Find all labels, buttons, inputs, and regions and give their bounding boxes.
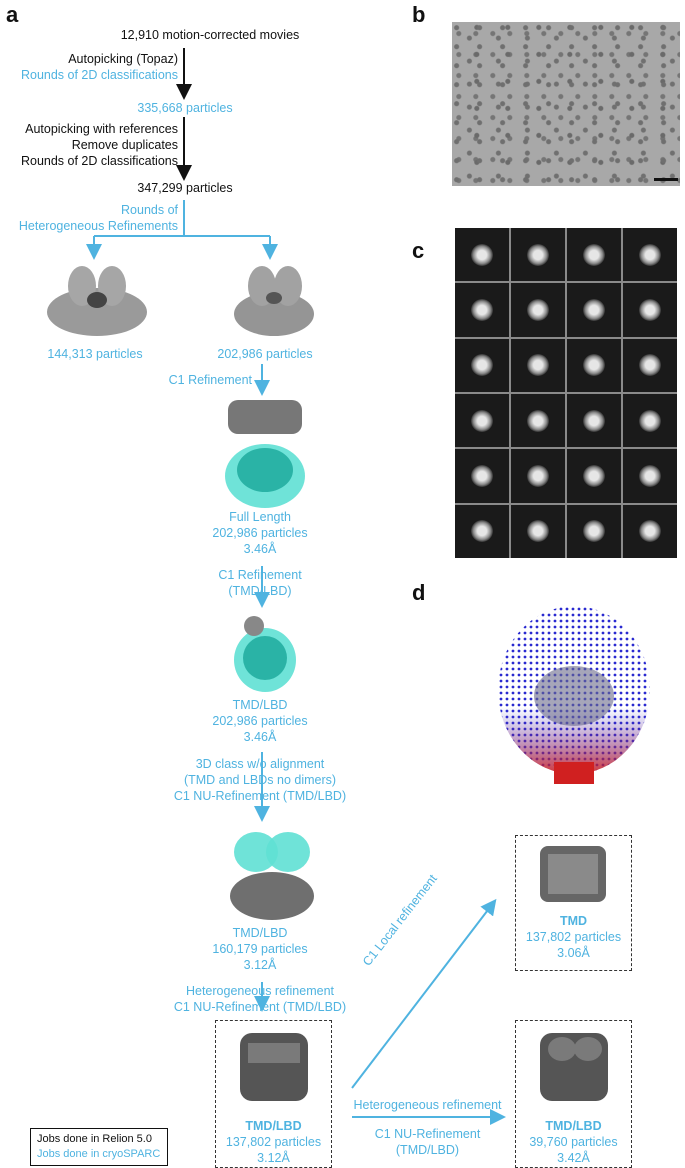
final-right-particles: 39,760 particles xyxy=(529,1135,618,1149)
final-right-resolution: 3.42Å xyxy=(557,1151,590,1165)
tmd-title: TMD xyxy=(559,914,588,928)
class-average xyxy=(511,504,565,558)
panel-label-b: b xyxy=(412,2,426,27)
full-length-resolution: 3.46Å xyxy=(243,542,277,556)
panel-label-c: c xyxy=(412,238,425,263)
legend-relion: Jobs done in Relion 5.0 xyxy=(37,1133,152,1145)
right-particles-text: 202,986 particles xyxy=(217,347,313,361)
class-average xyxy=(511,393,565,448)
movies-text: 12,910 motion-corrected movies xyxy=(120,28,300,42)
c1-ref-tmd-text-1: C1 Refinement xyxy=(218,568,302,582)
autopick-topaz-text: Autopicking (Topaz) xyxy=(68,52,178,66)
c1-ref-tmd-text-2: (TMD/LBD) xyxy=(228,584,292,598)
tmdlbd-2-resolution: 3.12Å xyxy=(243,958,277,972)
class-average xyxy=(455,283,509,337)
class-average xyxy=(455,393,509,448)
angular-distribution-plot xyxy=(498,606,650,784)
tmd-particles: 137,802 particles xyxy=(525,930,622,944)
full-length-title: Full Length xyxy=(229,510,291,524)
final-right-box: TMD/LBD 39,760 particles 3.42Å xyxy=(515,1020,632,1168)
particles-335-text: 335,668 particles xyxy=(137,101,233,115)
class-average xyxy=(567,228,621,282)
class-average xyxy=(511,338,565,392)
class-average xyxy=(567,504,621,558)
hetero-ref-text: Heterogeneous refinement xyxy=(185,984,334,998)
class-map-left xyxy=(47,266,147,336)
tmd-resolution: 3.06Å xyxy=(557,946,590,960)
final-left-box: TMD/LBD 137,802 particles 3.12Å xyxy=(215,1020,332,1168)
tmdlbd-2-title: TMD/LBD xyxy=(232,926,288,940)
hetero-ref-2-text: Heterogeneous refinement xyxy=(353,1098,502,1112)
class-average xyxy=(511,283,565,337)
class-map-right xyxy=(234,266,314,336)
legend-cryosparc: Jobs done in cryoSPARC xyxy=(37,1148,161,1160)
panel-label-a: a xyxy=(6,2,19,27)
class-average xyxy=(511,228,565,282)
tmdlbd-1-particles: 202,986 particles xyxy=(212,714,308,728)
class-average xyxy=(455,338,509,392)
class-average xyxy=(623,228,677,282)
tmd-box: TMD 137,802 particles 3.06Å xyxy=(515,835,632,971)
class-average xyxy=(455,504,509,558)
particles-347-text: 347,299 particles xyxy=(137,181,233,195)
class3d-text-2: (TMD and LBDs no dimers) xyxy=(183,773,337,787)
class-average xyxy=(567,283,621,337)
hetero-text-2: Heterogeneous Refinements xyxy=(18,219,178,233)
class3d-text-3: C1 NU-Refinement (TMD/LBD) xyxy=(173,789,347,803)
class-average xyxy=(455,228,509,282)
full-length-map xyxy=(225,400,305,508)
final-left-particles: 137,802 particles xyxy=(225,1135,322,1149)
micrograph-image xyxy=(452,22,680,186)
c1-nu-text: C1 NU-Refinement (TMD/LBD) xyxy=(173,1000,347,1014)
final-right-title: TMD/LBD xyxy=(545,1119,602,1133)
class-average xyxy=(623,338,677,392)
class-average xyxy=(511,449,565,503)
rounds-2d-text-2: Rounds of 2D classifications xyxy=(20,154,178,168)
c1-nu-2b-text: (TMD/LBD) xyxy=(395,1143,460,1157)
scale-bar xyxy=(654,178,678,181)
class-averages-grid xyxy=(455,228,677,558)
arrow-local xyxy=(351,898,497,1089)
class-average xyxy=(623,283,677,337)
class-average xyxy=(567,393,621,448)
c1-nu-2a-text: C1 NU-Refinement xyxy=(374,1127,481,1141)
class3d-text-1: 3D class w/o alignment xyxy=(195,757,325,771)
c1-refinement-text: C1 Refinement xyxy=(168,373,252,387)
tmdlbd-1-title: TMD/LBD xyxy=(232,698,288,712)
rounds-2d-text-1: Rounds of 2D classifications xyxy=(20,68,178,82)
panel-label-d: d xyxy=(412,580,426,605)
tmdlbd-map-1 xyxy=(234,616,296,692)
class-average xyxy=(567,449,621,503)
class-average xyxy=(623,449,677,503)
autopick-refs-text: Autopicking with references xyxy=(25,122,178,136)
tmdlbd-map-2 xyxy=(230,832,314,920)
left-particles-text: 144,313 particles xyxy=(47,347,143,361)
final-left-title: TMD/LBD xyxy=(245,1119,302,1133)
class-average xyxy=(623,504,677,558)
remove-duplicates-text: Remove duplicates xyxy=(71,138,178,152)
class-average xyxy=(567,338,621,392)
legend-box: Jobs done in Relion 5.0 Jobs done in cry… xyxy=(30,1128,168,1166)
tmdlbd-1-resolution: 3.46Å xyxy=(243,730,277,744)
tmdlbd-2-particles: 160,179 particles xyxy=(212,942,308,956)
tmd-map xyxy=(540,846,606,902)
full-length-particles: 202,986 particles xyxy=(212,526,308,540)
class-average xyxy=(623,393,677,448)
final-right-map xyxy=(540,1033,608,1101)
final-left-resolution: 3.12Å xyxy=(257,1151,290,1165)
final-left-map xyxy=(240,1033,308,1101)
hetero-text-1: Rounds of xyxy=(121,203,178,217)
class-average xyxy=(455,449,509,503)
